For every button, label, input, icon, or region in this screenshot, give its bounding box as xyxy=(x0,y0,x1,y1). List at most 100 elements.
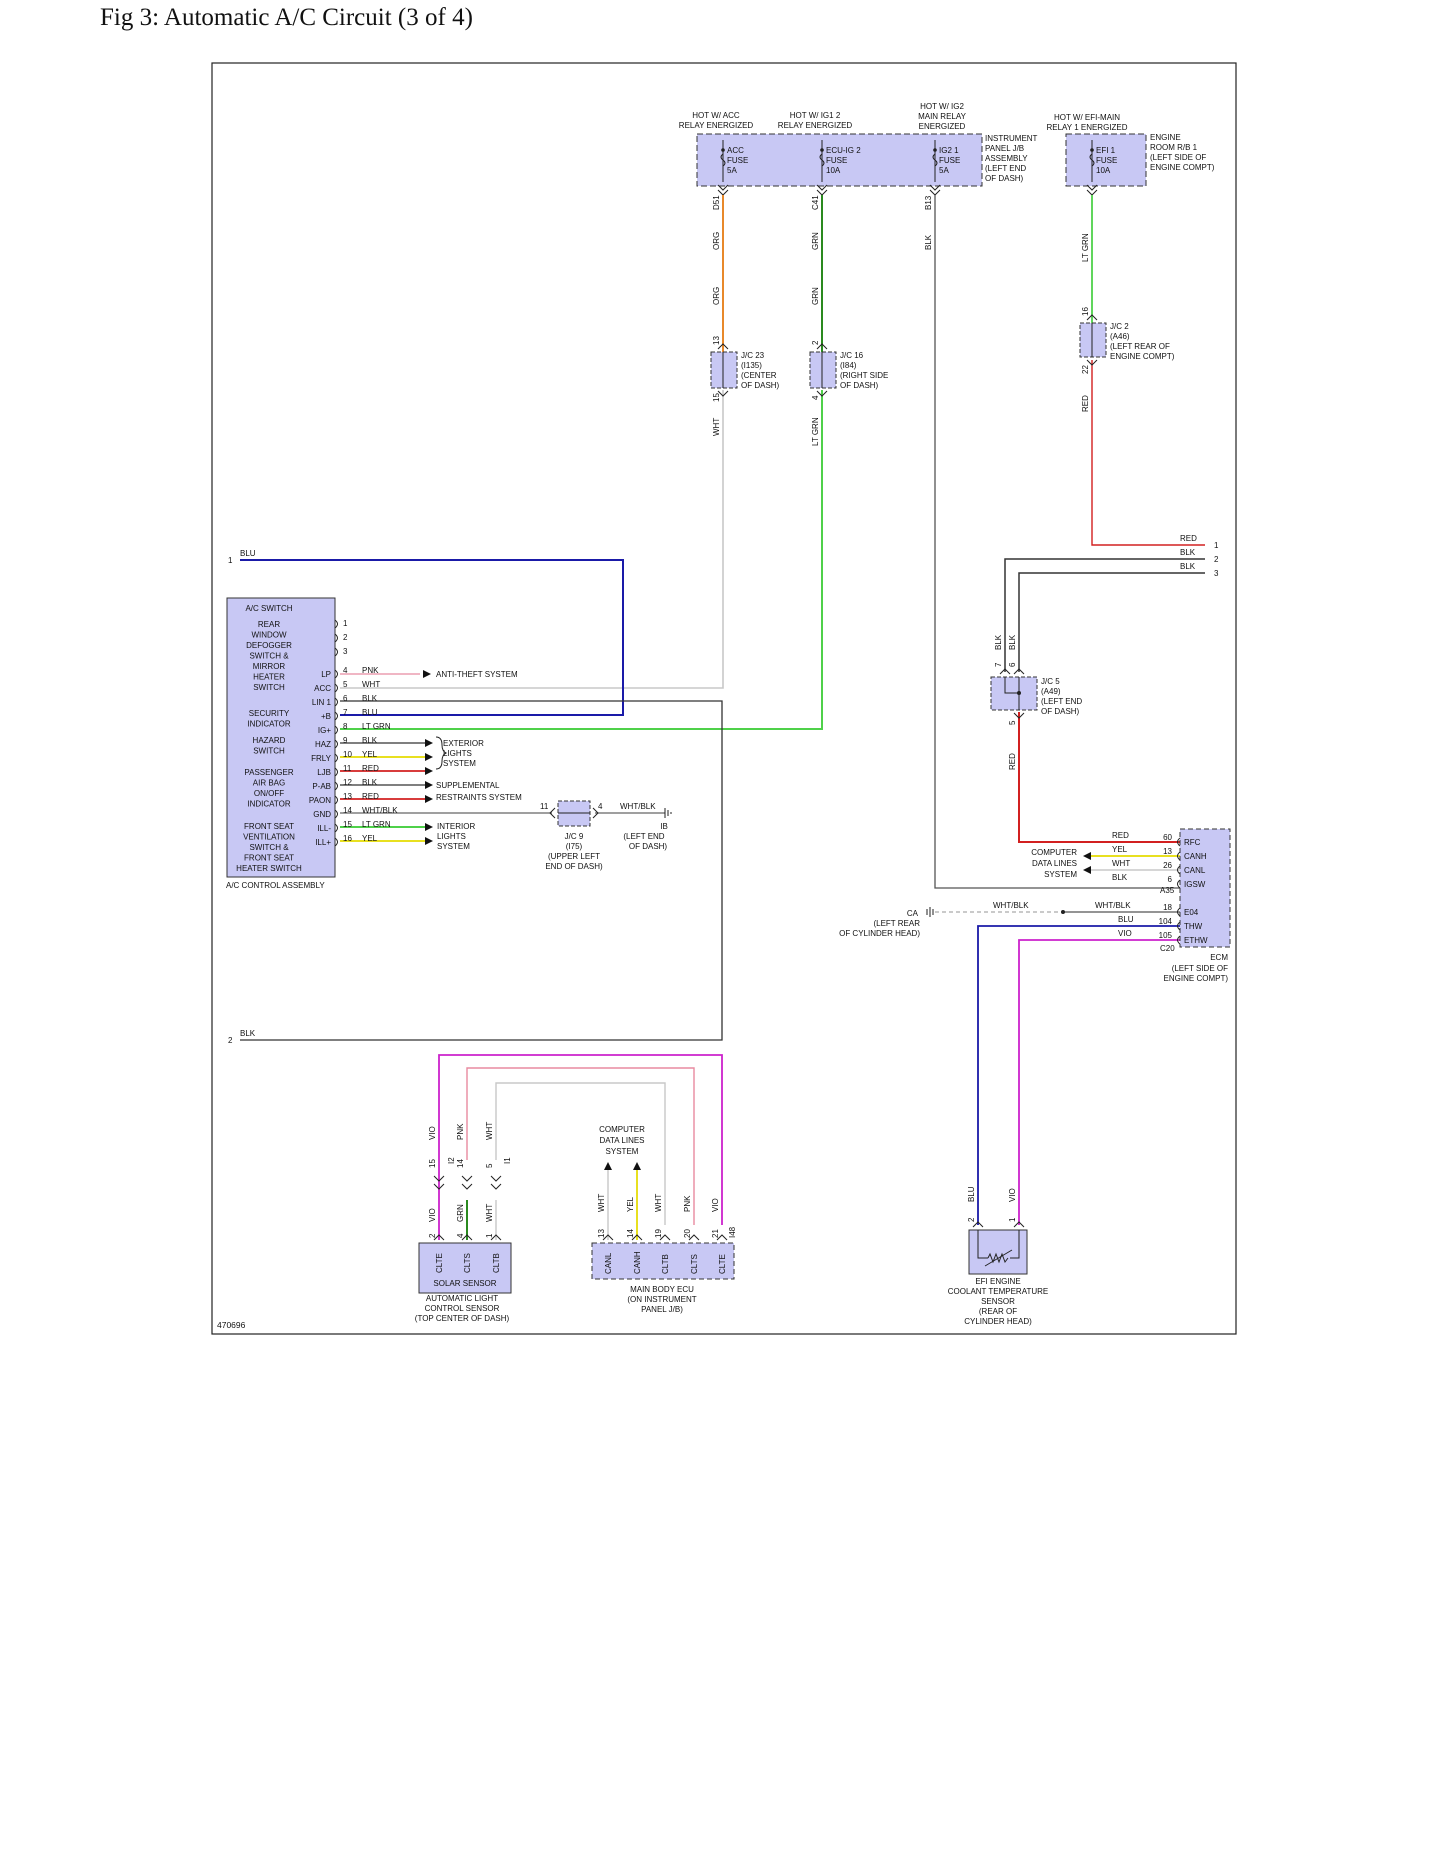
c41-label: C41 xyxy=(811,195,820,210)
acc-fuse: ACC FUSE 5A xyxy=(720,140,748,182)
main-body-ecu: CANL13WHTCANH14YELCLTB19WHTCLTS20PNKCLTE… xyxy=(591,1194,737,1314)
body-wire-2: WHT xyxy=(654,1194,663,1212)
ground-ib-icon xyxy=(664,808,672,818)
wire-blk-lin1 xyxy=(240,700,723,1041)
ecm-pin-connector-icon xyxy=(1177,851,1181,861)
cdl-body-arrow-1-icon xyxy=(604,1162,612,1170)
ac-group-0-line-5: HEATER xyxy=(253,673,285,682)
system-destinations: ANTI-THEFT SYSTEM EXTERIOR LIGHTS SYSTEM… xyxy=(423,670,1091,1170)
solar-wire-0: VIO xyxy=(428,1208,437,1222)
ac-group-0-line-0: REAR xyxy=(258,620,280,629)
ecm-term-IGSW: IGSW xyxy=(1184,880,1206,889)
exterior-label-2: LIGHTS xyxy=(443,749,472,758)
efi1-fuse-label-2: FUSE xyxy=(1096,156,1117,165)
ac-pin-connector-icon xyxy=(334,683,338,693)
solar-sensor-name: SOLAR SENSOR xyxy=(433,1279,496,1288)
wire-red-jc2 xyxy=(1091,360,1205,546)
jc5-pin-a: 7 xyxy=(994,662,1003,667)
ig1-hot-label-2: RELAY ENERGIZED xyxy=(778,121,853,130)
ac-top-pin-2: 2 xyxy=(343,633,348,642)
diagram-frame xyxy=(211,62,1237,1335)
ac-pin-term-8: IG+ xyxy=(318,726,331,735)
cdl-ecm-label-1: COMPUTER xyxy=(1031,848,1077,857)
jc23-label-3: (CENTER xyxy=(741,371,777,380)
ac-pin-color-15: LT GRN xyxy=(362,820,391,829)
cdl-ecm-arrow-1-icon xyxy=(1083,852,1091,860)
wire-wht-cltb xyxy=(495,1082,666,1225)
ip-jb-label-3: ASSEMBLY xyxy=(985,154,1028,163)
body-connector-icon xyxy=(659,1234,671,1241)
ac-pin-term-5: ACC xyxy=(314,684,331,693)
body-ecu-name-3: PANEL J/B) xyxy=(641,1305,683,1314)
acc-fuse-label-1: ACC xyxy=(727,146,744,155)
ac-pin-term-9: HAZ xyxy=(315,740,331,749)
ac-group-4-line-3: FRONT SEAT xyxy=(244,854,294,863)
jc2-label-4: ENGINE COMPT) xyxy=(1110,352,1175,361)
wire-pnk-clts xyxy=(466,1067,695,1225)
body-term-CLTS: CLTS xyxy=(690,1254,699,1274)
ecu-ig2-fuse-label-2: FUSE xyxy=(826,156,847,165)
ecm-pin-105: 105 xyxy=(1159,931,1173,940)
cdl-ecm-label-3: SYSTEM xyxy=(1044,870,1077,879)
coolant-pin-1: 1 xyxy=(1008,1217,1017,1222)
body-term-CLTE: CLTE xyxy=(718,1254,727,1274)
ecm-location-2: ENGINE COMPT) xyxy=(1164,974,1229,983)
efi-hot-label-2: RELAY 1 ENERGIZED xyxy=(1046,123,1127,132)
ig1-hot-label-1: HOT W/ IG1 2 xyxy=(790,111,841,120)
ib-label-3: OF DASH) xyxy=(629,842,668,851)
interior-label-1: INTERIOR xyxy=(437,822,475,831)
ecm-pin-connector-icon xyxy=(1177,907,1181,917)
jc16: 2 4 J/C 16 (I84) (RIGHT SIDE OF DASH) xyxy=(809,340,888,400)
coolant-name-5: CYLINDER HEAD) xyxy=(964,1317,1032,1326)
exterior-label-3: SYSTEM xyxy=(443,759,476,768)
jc9-label-4: END OF DASH) xyxy=(545,862,603,871)
srs-arrow-1-icon xyxy=(425,781,433,789)
ac-pin-term-16: ILL+ xyxy=(315,838,331,847)
jc2-box xyxy=(1079,322,1107,358)
ac-pin-num-4: 4 xyxy=(343,666,348,675)
wire-vio-ethw xyxy=(1018,939,1180,1225)
ac-group-3-line-2: ON/OFF xyxy=(254,789,284,798)
ac-group-0-line-6: SWITCH xyxy=(253,683,285,692)
ac-pin-term-7: +B xyxy=(321,712,331,721)
ac-pin-num-15: 15 xyxy=(343,820,352,829)
ac-pin-connector-icon xyxy=(334,795,338,805)
cdl-body-label-1: COMPUTER xyxy=(599,1125,645,1134)
wire-label-wht-jc23: WHT xyxy=(712,418,721,436)
efi1-fuse-label-1: EFI 1 xyxy=(1096,146,1116,155)
wire-label-red-jc2: RED xyxy=(1081,395,1090,412)
engine-room-rb-box xyxy=(1065,133,1147,187)
offpage-right-2: 2 xyxy=(1214,555,1219,564)
ac-pin-num-8: 8 xyxy=(343,722,348,731)
jc5-label-4: OF DASH) xyxy=(1041,707,1080,716)
offpage-markers: 1 2 1 2 3 xyxy=(228,541,1219,1045)
ecu-ig2-fuse-icon xyxy=(819,153,825,167)
solar-term-CLTS: CLTS xyxy=(463,1253,472,1273)
ecm-pin-18: 18 xyxy=(1163,903,1172,912)
ecm-location-1: (LEFT SIDE OF xyxy=(1172,964,1228,973)
ac-pin-connector-icon xyxy=(334,711,338,721)
wire-label-grn-2: GRN xyxy=(811,287,820,305)
wire-label-vio-sensor: VIO xyxy=(1008,1188,1017,1202)
wire-blu-thw xyxy=(977,925,1180,1225)
body-ecu-name-1: MAIN BODY ECU xyxy=(630,1285,694,1294)
ip-jb-label-5: OF DASH) xyxy=(985,174,1024,183)
exterior-brace-icon xyxy=(435,736,448,770)
ac-pin-color-13: RED xyxy=(362,792,379,801)
jc5-label-3: (LEFT END xyxy=(1041,697,1082,706)
wire-blk-3 xyxy=(1018,572,1205,672)
figure-id: 470696 xyxy=(217,1320,246,1330)
exterior-label-1: EXTERIOR xyxy=(443,739,484,748)
ac-pin-color-12: BLK xyxy=(362,778,378,787)
body-connector-icon xyxy=(688,1234,700,1241)
ac-switch-title: A/C SWITCH xyxy=(245,604,292,613)
ecm-term-CANH: CANH xyxy=(1184,852,1207,861)
body-wire-3: PNK xyxy=(683,1195,692,1212)
ac-pin-connector-icon xyxy=(334,809,338,819)
ca-label-1: CA xyxy=(907,909,919,918)
solar-term-CLTE: CLTE xyxy=(435,1253,444,1273)
ac-group-0-line-3: SWITCH & xyxy=(249,652,289,661)
solar-wire-2: WHT xyxy=(485,1204,494,1222)
jc5-label-1: J/C 5 xyxy=(1041,677,1060,686)
ib-label-1: IB xyxy=(660,822,668,831)
